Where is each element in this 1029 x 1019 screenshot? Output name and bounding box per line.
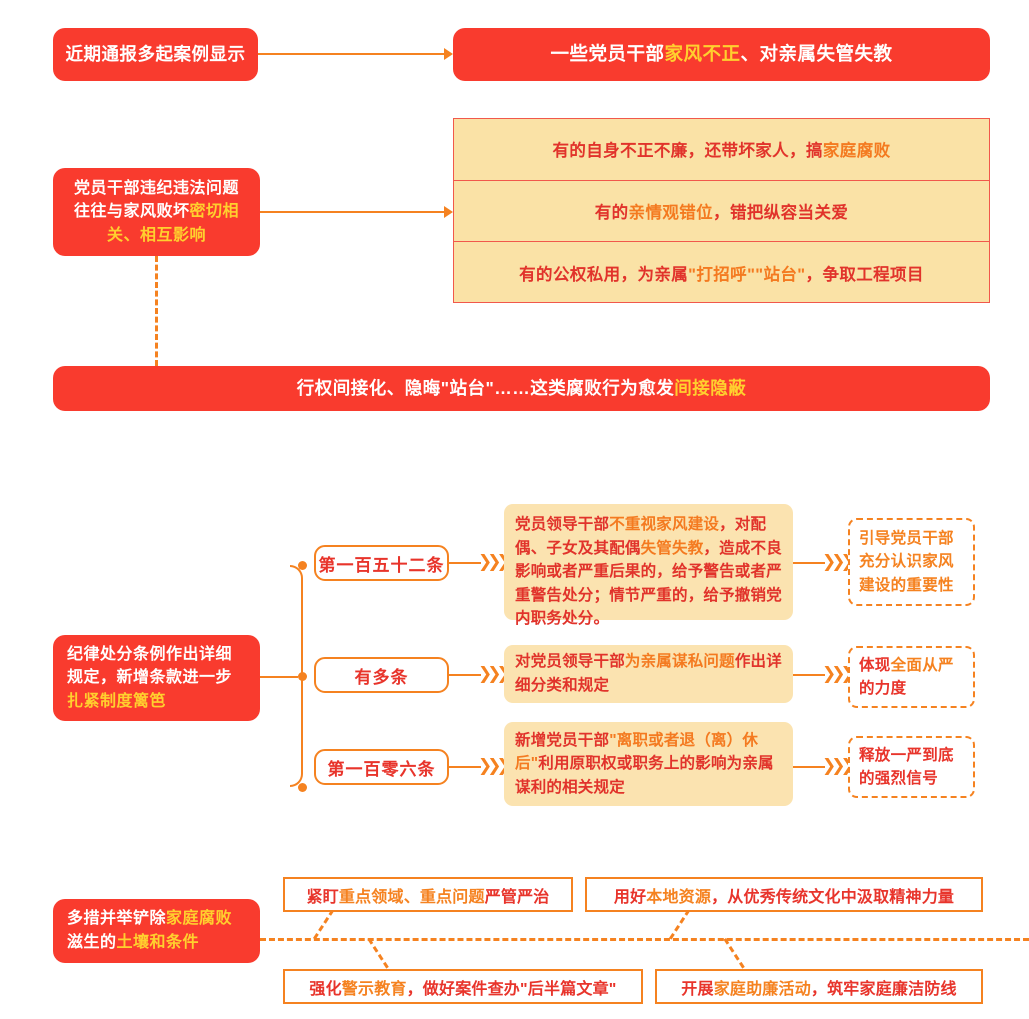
section1-banner: 一些党员干部家风不正、对亲属失管失教 — [453, 28, 990, 81]
measure1-suffix: 严管严治 — [484, 888, 550, 906]
measure2-prefix: 用好 — [613, 888, 647, 906]
measure2-highlight: 本地资源 — [646, 888, 712, 906]
section4-measure-2: 用好本地资源，从优秀传统文化中汲取精神力量 — [585, 877, 983, 912]
section3-pill-2[interactable]: 有多条 — [314, 657, 449, 693]
section3-content-1: 党员领导干部不重视家风建设，对配偶、子女及其配偶失管失教，造成不良影响或者严重后… — [504, 504, 793, 627]
section3-outcome1-chevron-icon: ❯❯❯ — [822, 552, 855, 572]
section1-source-text: 近期通报多起案例显示 — [65, 43, 246, 64]
content2-p1: 对党员领导干部 — [515, 653, 625, 671]
section1-arrow-line — [258, 53, 450, 56]
section3-outcome-1: 引导党员干部充分认识家风建设的重要性 — [848, 518, 975, 606]
measure3-highlight: 警示教育 — [341, 980, 407, 998]
case2-prefix: 有的 — [594, 203, 629, 222]
case1-prefix: 有的自身不正不廉，还带坏家人，搞 — [552, 142, 823, 161]
section3-branch-dot-3 — [298, 783, 307, 792]
section3-outcome-2: 体现全面从严的力度 — [848, 646, 975, 708]
section3-outcome1-connector — [793, 562, 825, 565]
measure4-prefix: 开展 — [681, 980, 714, 998]
outcome1-h1: 引导党员干部 — [859, 530, 954, 548]
section4-measure-3: 强化警示教育，做好案件查办"后半篇文章" — [283, 969, 643, 1004]
section3-pill2-chevron-icon: ❯❯❯ — [478, 664, 511, 684]
section1-banner-highlight: 家风不正 — [664, 43, 741, 65]
measure3-prefix: 强化 — [309, 980, 342, 998]
section3-bracket-stem — [260, 676, 298, 679]
section3-pill-1-label: 第一百五十二条 — [318, 555, 445, 575]
section2-arrow-line — [260, 211, 450, 214]
section4-measure-1: 紧盯重点领域、重点问题严管严治 — [283, 877, 573, 912]
case3-highlight: "打招呼""站台" — [688, 265, 806, 284]
section4-spine-dashed-line — [260, 938, 1029, 941]
content2-h1: 为亲属谋私问题 — [624, 653, 735, 671]
section3-outcome2-connector — [793, 674, 825, 677]
section1-source-label: 近期通报多起案例显示 — [53, 28, 258, 81]
outcome2-h2: 全面从严 — [890, 656, 954, 674]
measure1-highlight: 重点领域、重点问题 — [338, 888, 485, 906]
content1-h1: 不重视家风建设 — [609, 516, 720, 533]
section3-pill-3-label: 第一百零六条 — [327, 759, 436, 779]
content2-p2: 作出详细分类和规定 — [515, 653, 782, 694]
case2-highlight: 亲情观错位 — [628, 203, 714, 222]
outcome3-p1: 释放一严到底的强烈信号 — [859, 746, 954, 787]
outcome1-h2: 充分认识家风建设的重要性 — [859, 553, 954, 594]
section3-content-2: 对党员领导干部为亲属谋私问题作出详细分类和规定 — [504, 645, 793, 703]
section3-pill1-chevron-icon: ❯❯❯ — [478, 552, 511, 572]
case2-suffix: ，错把纵容当关爱 — [713, 203, 849, 222]
section3-left-line3: 扎紧制度篱笆 — [67, 692, 167, 710]
section2-arrow-head — [444, 206, 453, 218]
section1-banner-prefix: 一些党员干部 — [550, 43, 665, 65]
section3-pill3-chevron-icon: ❯❯❯ — [478, 756, 511, 776]
section4-measure-4: 开展家庭助廉活动，筑牢家庭廉洁防线 — [655, 969, 983, 1004]
section1-arrow-head — [444, 48, 453, 60]
section3-left-line1: 纪律处分条例作出详细 — [67, 646, 233, 664]
case3-prefix: 有的公权私用，为亲属 — [519, 265, 689, 284]
section2-left-line2: 往往与家风败坏密切相 — [73, 203, 240, 221]
section2-case-row-1: 有的自身不正不廉，还带坏家人，搞家庭腐败 — [454, 119, 989, 181]
section3-left-box: 纪律处分条例作出详细 规定，新增条款进一步 扎紧制度篱笆 — [53, 635, 260, 721]
section2-banner: 行权间接化、隐晦"站台"……这类腐败行为愈发间接隐蔽 — [53, 366, 990, 411]
section2-banner-highlight: 间接隐蔽 — [674, 377, 747, 398]
measure4-suffix: ，筑牢家庭廉洁防线 — [810, 980, 957, 998]
section2-case-row-2: 有的亲情观错位，错把纵容当关爱 — [454, 181, 989, 243]
section2-cases-panel: 有的自身不正不廉，还带坏家人，搞家庭腐败 有的亲情观错位，错把纵容当关爱 有的公… — [453, 118, 990, 303]
section1-banner-suffix: 、对亲属失管失教 — [740, 43, 893, 65]
content3-h1: "离职或者退（离）休后" — [515, 731, 759, 773]
section3-pill2-connector — [449, 674, 481, 677]
measure4-highlight: 家庭助廉活动 — [713, 980, 811, 998]
section3-pill1-connector — [449, 562, 481, 565]
outcome2-p2: 的力度 — [859, 680, 907, 697]
section3-outcome3-chevron-icon: ❯❯❯ — [822, 756, 855, 776]
section3-outcome2-chevron-icon: ❯❯❯ — [822, 664, 855, 684]
section2-left-box: 党员干部违纪违法问题 往往与家风败坏密切相 关、相互影响 — [53, 168, 260, 256]
section3-pill-2-label: 有多条 — [354, 667, 409, 687]
section2-left-line3: 关、相互影响 — [106, 226, 206, 244]
outcome2-p1: 体现 — [859, 656, 891, 674]
section3-pill-3[interactable]: 第一百零六条 — [314, 749, 449, 785]
content1-p3: ，造成不良影响或者严重后果的，给予警告或者严重警告处分；情节严重的，给予撤销党内… — [515, 539, 782, 628]
section2-left-line1: 党员干部违纪违法问题 — [73, 180, 239, 198]
section3-outcome3-connector — [793, 766, 825, 769]
section4-left-line2: 滋生的土壤和条件 — [67, 934, 200, 951]
section3-branch-dot-1 — [298, 561, 307, 570]
content1-p1: 党员领导干部 — [515, 516, 610, 533]
section3-content-3: 新增党员干部"离职或者退（离）休后"利用原职权或职务上的影响为亲属谋利的相关规定 — [504, 722, 793, 806]
section2-case-row-3: 有的公权私用，为亲属"打招呼""站台"，争取工程项目 — [454, 242, 989, 304]
section3-pill3-connector — [449, 766, 481, 769]
measure2-suffix: ，从优秀传统文化中汲取精神力量 — [711, 888, 955, 906]
case1-highlight: 家庭腐败 — [822, 142, 891, 161]
content3-p1: 新增党员干部 — [515, 731, 610, 749]
measure3-suffix: ，做好案件查办"后半篇文章" — [406, 980, 617, 998]
content1-p2: ，对配偶、子女及其配偶 — [515, 516, 767, 557]
section3-outcome-3: 释放一严到底的强烈信号 — [848, 736, 975, 798]
content3-p2: 利用原职权或职务上的影响为亲属谋利的相关规定 — [515, 755, 774, 796]
section2-to-banner-dashed-connector — [155, 256, 158, 366]
section4-left-box: 多措并举铲除家庭腐败 滋生的土壤和条件 — [53, 899, 260, 963]
section2-banner-prefix: 行权间接化、隐晦"站台"……这类腐败行为愈发 — [296, 377, 675, 398]
section3-branch-dot-2 — [298, 672, 307, 681]
section4-left-line1: 多措并举铲除家庭腐败 — [67, 910, 233, 927]
content1-h2: 失管失教 — [640, 539, 704, 557]
section3-left-line2: 规定，新增条款进一步 — [67, 669, 233, 687]
section3-pill-1[interactable]: 第一百五十二条 — [314, 545, 449, 581]
measure1-prefix: 紧盯 — [306, 888, 339, 906]
case3-suffix: ，争取工程项目 — [805, 265, 924, 284]
